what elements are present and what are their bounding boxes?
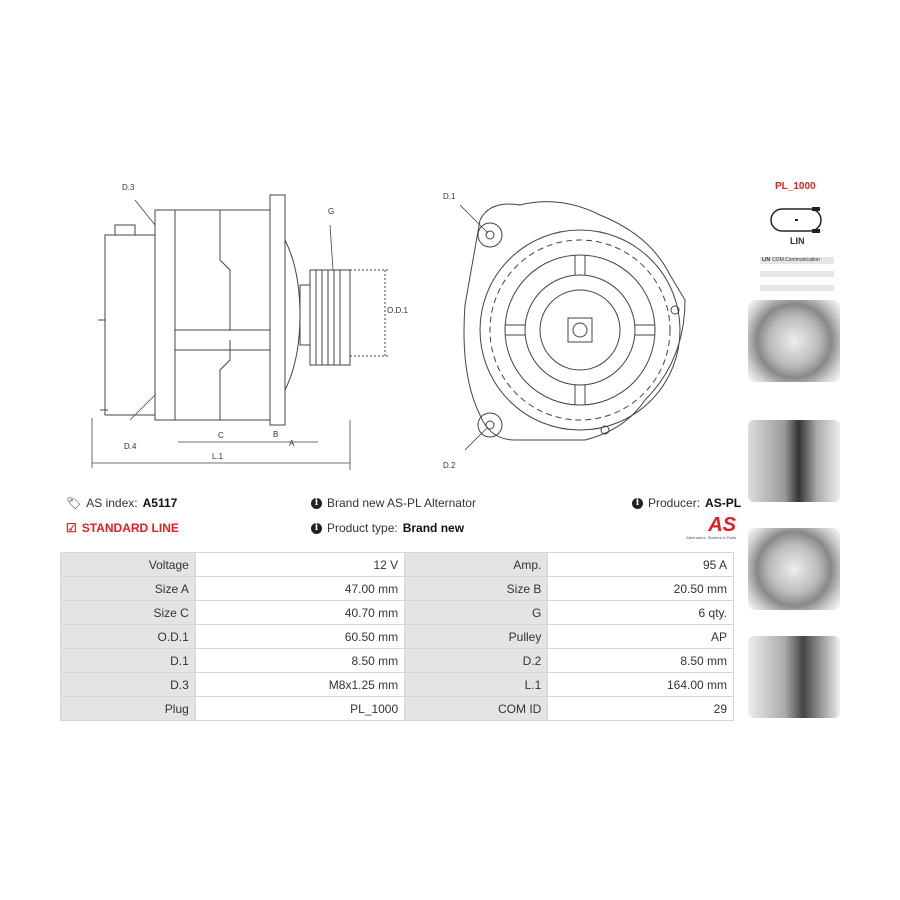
spec-label: G — [404, 600, 549, 625]
spec-value: 60.50 mm — [194, 624, 406, 649]
label-a: A — [289, 439, 295, 448]
info-icon: i — [311, 497, 322, 509]
plug-type: LIN — [790, 236, 805, 246]
spec-label: D.2 — [404, 648, 549, 673]
checkbox-icon: ☑ — [66, 521, 77, 535]
com-tag: LIN — [762, 257, 771, 263]
spec-label: Voltage — [60, 552, 196, 577]
info-icon: i — [311, 522, 322, 534]
spec-value: 29 — [547, 696, 734, 721]
line-label: STANDARD LINE — [81, 521, 179, 535]
spec-value: 8.50 mm — [194, 648, 406, 673]
product-photo-side[interactable] — [748, 420, 840, 502]
label-b: B — [273, 430, 279, 439]
spec-label: O.D.1 — [60, 624, 196, 649]
spec-value: 6 qty. — [547, 600, 734, 625]
product-photo-rear[interactable] — [748, 528, 840, 610]
label-c: C — [218, 431, 224, 440]
spec-label: D.1 — [60, 648, 196, 673]
logo-tagline: Alternators, Starters & Parts — [686, 535, 736, 540]
spec-label: L.1 — [404, 672, 549, 697]
label-g: G — [328, 207, 335, 216]
spec-label: COM ID — [404, 696, 549, 721]
front-view-drawing — [460, 201, 686, 450]
description: i Brand new AS-PL Alternator — [311, 496, 476, 510]
product-photo-front[interactable] — [748, 300, 840, 382]
as-index-value: A5117 — [142, 496, 178, 510]
com-row-empty — [760, 285, 834, 291]
spec-value: 40.70 mm — [194, 600, 406, 625]
spec-value: 20.50 mm — [547, 576, 734, 601]
spec-value: 8.50 mm — [547, 648, 734, 673]
product-photo-angle[interactable] — [748, 636, 840, 718]
as-index: 🏷 AS index: A5117 — [66, 496, 177, 510]
producer-value: AS-PL — [705, 496, 742, 510]
label-od1: O.D.1 — [387, 306, 408, 315]
spec-label: Size B — [404, 576, 549, 601]
com-row-empty — [760, 271, 834, 277]
tags-icon: 🏷 — [66, 496, 82, 510]
spec-value: M8x1.25 mm — [194, 672, 406, 697]
product-type-label: Product type: — [327, 521, 398, 535]
plug-connector-icon — [770, 207, 822, 233]
spec-value: 95 A — [547, 552, 734, 577]
label-d2: D.2 — [443, 461, 456, 470]
info-icon: i — [632, 497, 643, 509]
label-l1: L.1 — [212, 452, 224, 461]
spec-label: Plug — [60, 696, 196, 721]
spec-value: AP — [547, 624, 734, 649]
description-text: Brand new AS-PL Alternator — [327, 496, 476, 510]
spec-label: Size C — [60, 600, 196, 625]
spec-label: Pulley — [404, 624, 549, 649]
spec-label: Amp. — [404, 552, 549, 577]
label-d3: D.3 — [122, 183, 135, 192]
spec-value: 164.00 mm — [547, 672, 734, 697]
spec-value: PL_1000 — [194, 696, 406, 721]
label-d1: D.1 — [443, 192, 456, 201]
as-index-label: AS index: — [86, 496, 138, 510]
logo-text: AS — [708, 514, 736, 536]
producer: i Producer: AS-PL — [632, 496, 741, 510]
side-view-drawing — [91, 194, 390, 470]
plug-name: PL_1000 — [775, 181, 816, 192]
spec-value: 12 V — [194, 552, 406, 577]
producer-label: Producer: — [648, 496, 701, 510]
spec-label: D.3 — [60, 672, 196, 697]
standard-line: ☑ STANDARD LINE — [66, 521, 179, 535]
label-d4: D.4 — [124, 442, 137, 451]
product-type-value: Brand new — [402, 521, 465, 535]
spec-label: Size A — [60, 576, 196, 601]
spec-value: 47.00 mm — [194, 576, 406, 601]
product-type: i Product type: Brand new — [311, 521, 464, 535]
com-text: COM.Communication — [772, 257, 820, 263]
